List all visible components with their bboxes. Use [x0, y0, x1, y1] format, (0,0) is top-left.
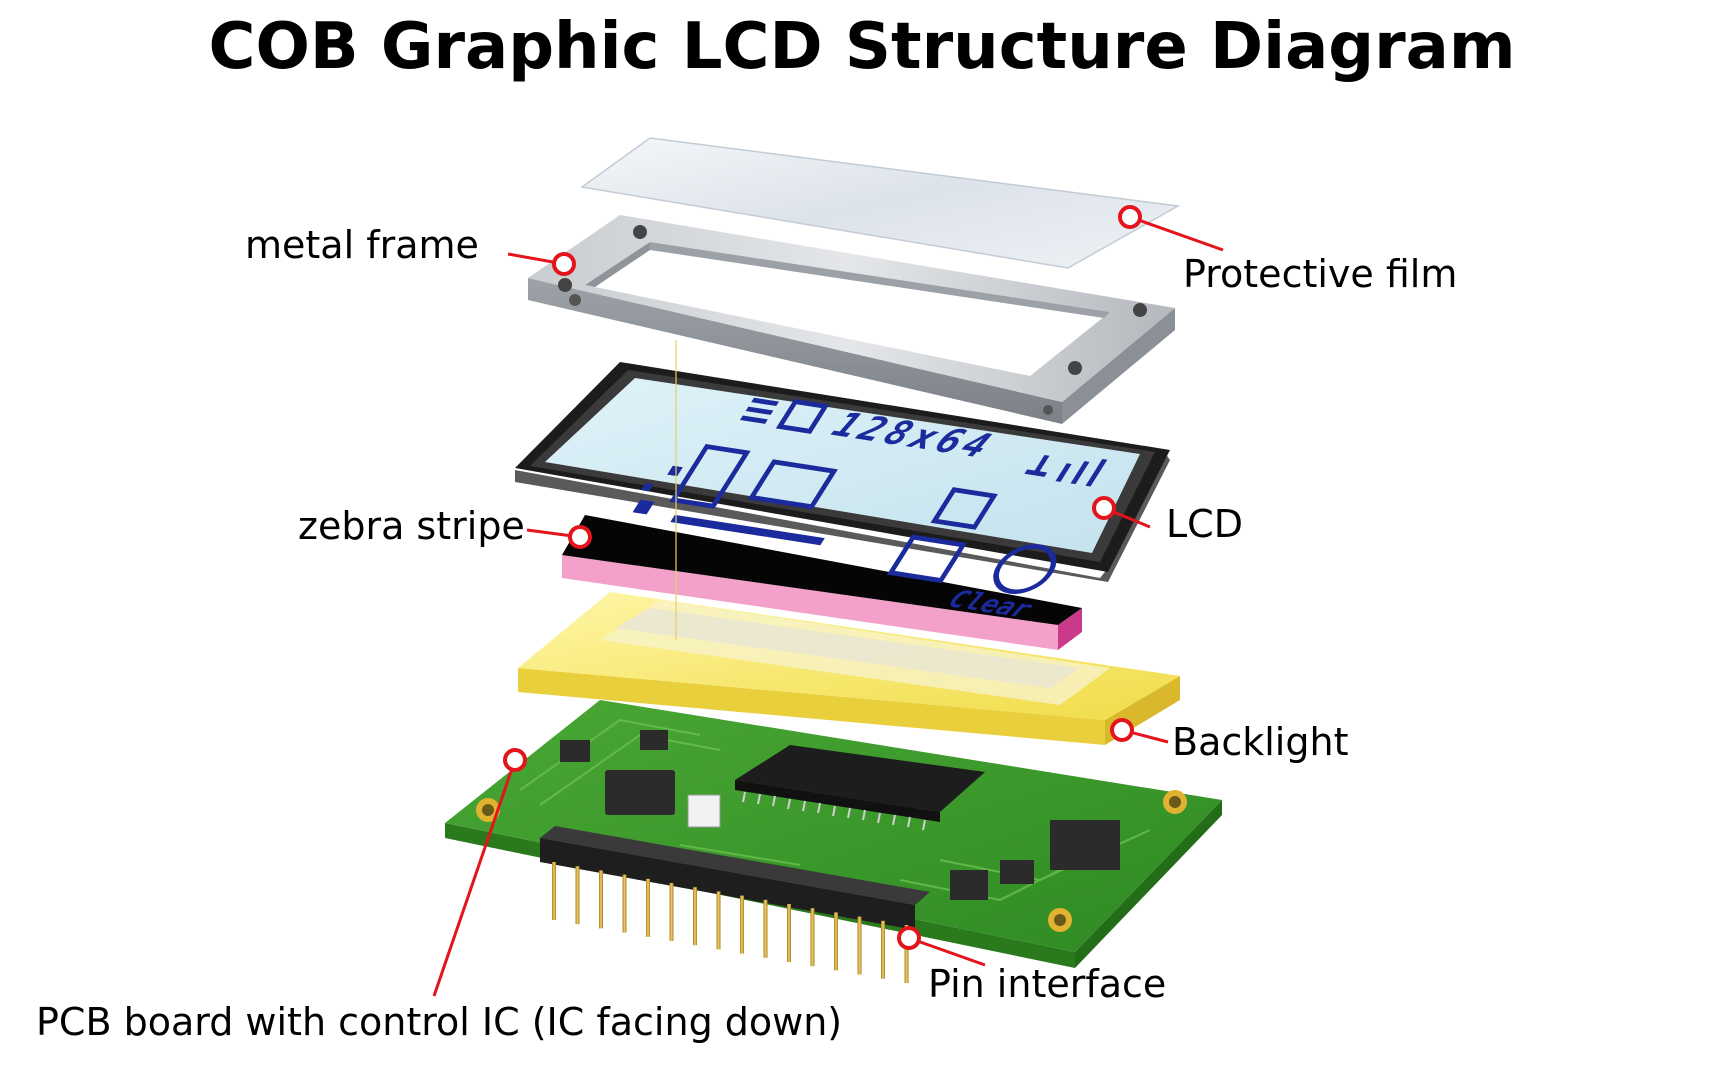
- pin-header: [540, 826, 930, 983]
- callout-marker-pins: [897, 926, 921, 950]
- label-pin-interface: Pin interface: [928, 962, 1167, 1006]
- label-backlight: Backlight: [1172, 720, 1349, 764]
- header-pin: [740, 895, 744, 954]
- label-pcb-board: PCB board with control IC (IC facing dow…: [36, 1000, 843, 1044]
- header-pin: [669, 883, 674, 941]
- backlight: [518, 592, 1180, 745]
- header-pin: [716, 891, 721, 950]
- header-pin: [787, 904, 791, 962]
- header-pin: [693, 887, 697, 946]
- diagram-title: COB Graphic LCD Structure Diagram: [208, 10, 1516, 84]
- zebra-stripe: [562, 515, 1082, 650]
- metal-frame: [528, 215, 1175, 424]
- callout-marker-pcb: [503, 748, 527, 772]
- protective-film: [580, 137, 1181, 269]
- header-pin: [599, 870, 603, 929]
- callout-lines: [432, 205, 1224, 997]
- callout-line-protective-film: [1129, 215, 1224, 252]
- control-ic: [735, 745, 985, 831]
- label-metal-frame: metal frame: [245, 223, 479, 267]
- callout-marker-metal-frame: [552, 252, 576, 276]
- header-pin: [881, 920, 885, 979]
- label-zebra-stripe: zebra stripe: [298, 504, 525, 548]
- callout-line-pcb: [432, 759, 517, 997]
- callout-marker-lcd: [1092, 496, 1116, 520]
- header-pin: [575, 866, 580, 925]
- callout-marker-protective-film: [1118, 205, 1142, 229]
- callout-marker-zebra-stripe: [568, 525, 592, 549]
- header-pin: [810, 908, 815, 967]
- lcd-module: 128x64 Clear: [515, 362, 1170, 624]
- header-pin: [834, 912, 838, 971]
- callout-marker-backlight: [1110, 718, 1134, 742]
- label-lcd: LCD: [1166, 502, 1243, 546]
- label-protective-film: Protective film: [1183, 252, 1458, 296]
- header-pin: [904, 925, 909, 983]
- header-pin: [763, 899, 768, 958]
- header-pin: [622, 874, 627, 933]
- header-pin: [857, 916, 862, 975]
- header-pin: [552, 862, 556, 920]
- callout-line-pins: [908, 936, 986, 967]
- header-pin: [646, 878, 650, 937]
